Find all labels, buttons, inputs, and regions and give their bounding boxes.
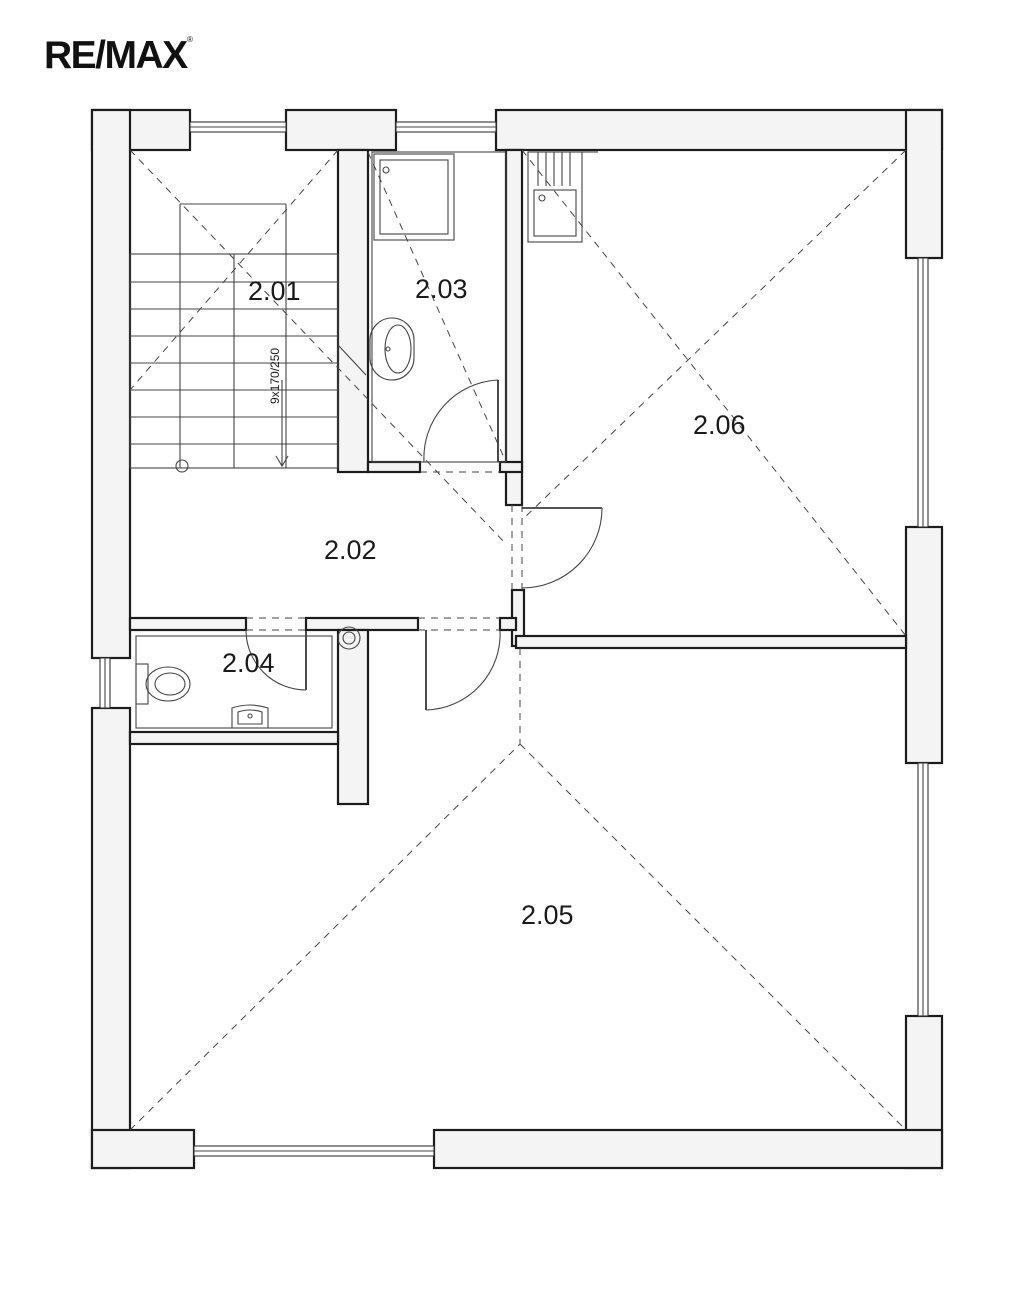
interior-walls [128,148,908,806]
logo-text: RE/MAX [44,34,188,77]
wall-bottom-right [432,1128,944,1170]
wall-wc-top-right [304,616,420,632]
wall-top-right [494,108,944,152]
wall-right-top [904,108,944,260]
room-label-2-02: 2.02 [324,535,377,565]
door-bath-swing [423,379,499,463]
shower-drain-icon [382,166,390,174]
wall-top-mid [284,108,398,152]
sink-bowl [533,189,577,237]
remax-logo: RE/MAX ® [44,34,193,77]
wall-wc-bottom [128,730,340,746]
room-label-2-04: 2.04 [222,648,275,678]
doors [245,379,603,711]
kitchen-sink [527,151,598,243]
staircase: 9x170/250 [129,203,367,473]
wall-wc-right [336,628,370,806]
wall-bedroom-bottom [514,634,908,650]
wall-bottom-left [90,1128,196,1170]
door-wc-swing [245,629,307,691]
hand-basin [231,704,269,729]
sink-unit [527,151,583,243]
toilet-cistern [135,663,149,705]
room-labels: 2.01 2.02 2.03 2.04 2.05 2.06 [222,274,746,930]
wall-wc-top-left [128,616,248,632]
toilet-bowl [145,666,191,702]
logo-registered-mark: ® [187,35,193,44]
stair-dimension-note: 9x170/250 [268,348,282,404]
room-label-2-03: 2.03 [415,274,468,304]
wall-hall-bottom-right [498,616,518,632]
exterior-walls [90,108,944,1170]
door-living-swing [425,629,501,711]
shower-inner [379,159,449,235]
wall-right-mid [904,525,944,765]
room-label-2-05: 2.05 [521,900,574,930]
wall-left-upper [90,108,132,660]
door-bedroom-swing [521,507,603,589]
room-diagonals [129,149,907,1131]
pipe-icon [337,626,361,650]
sink-drain-icon [538,194,546,202]
room-label-2-06: 2.06 [693,410,746,440]
wall-stair-bath [336,148,370,474]
wc-fixtures [135,626,361,729]
washbasin [369,317,415,381]
wall-bath-bottom-left [366,460,422,474]
bathroom-fixtures [369,151,507,463]
wall-bath-bedroom [504,148,524,507]
windows [99,121,929,1157]
wall-left-lower [90,706,132,1170]
wall-bath-bottom-right [498,460,524,474]
shower-tray [373,153,455,241]
room-label-2-01: 2.01 [248,276,301,306]
